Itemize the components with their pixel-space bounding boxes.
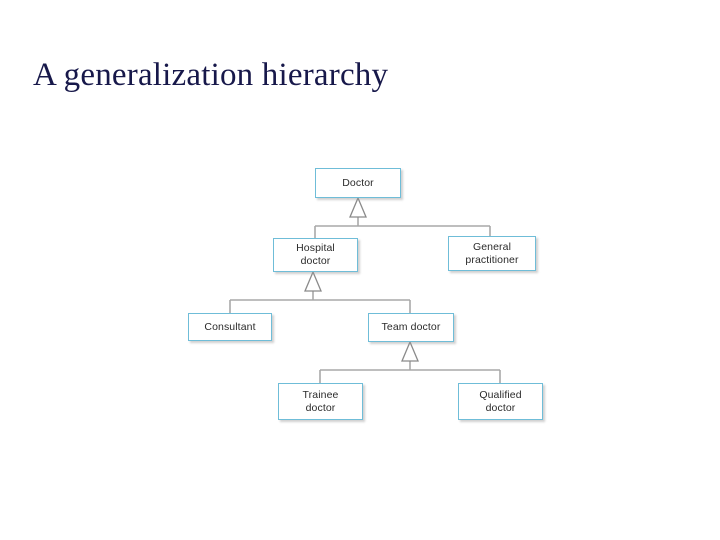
edge-team-doctor-trainee-doctor [319,340,500,383]
node-trainee-doctor[interactable]: Trainee doctor [278,383,363,420]
node-doctor-label: Doctor [342,176,374,189]
edge-doctor-hospital-doctor [314,196,490,238]
node-general-practitioner-label: General practitioner [465,240,519,266]
node-consultant-label: Consultant [204,320,256,333]
node-trainee-doctor-label: Trainee doctor [302,388,339,414]
node-hospital-doctor[interactable]: Hospital doctor [273,238,358,272]
edge-hospital-doctor-consultant [229,270,410,313]
page-title: A generalization hierarchy [33,57,389,93]
node-qualified-doctor[interactable]: Qualified doctor [458,383,543,420]
node-qualified-doctor-label: Qualified doctor [479,388,522,414]
node-hospital-doctor-label: Hospital doctor [296,242,335,267]
node-team-doctor[interactable]: Team doctor [368,313,454,342]
node-consultant[interactable]: Consultant [188,313,272,341]
node-doctor[interactable]: Doctor [315,168,401,198]
node-general-practitioner[interactable]: General practitioner [448,236,536,271]
node-team-doctor-label: Team doctor [381,321,441,333]
